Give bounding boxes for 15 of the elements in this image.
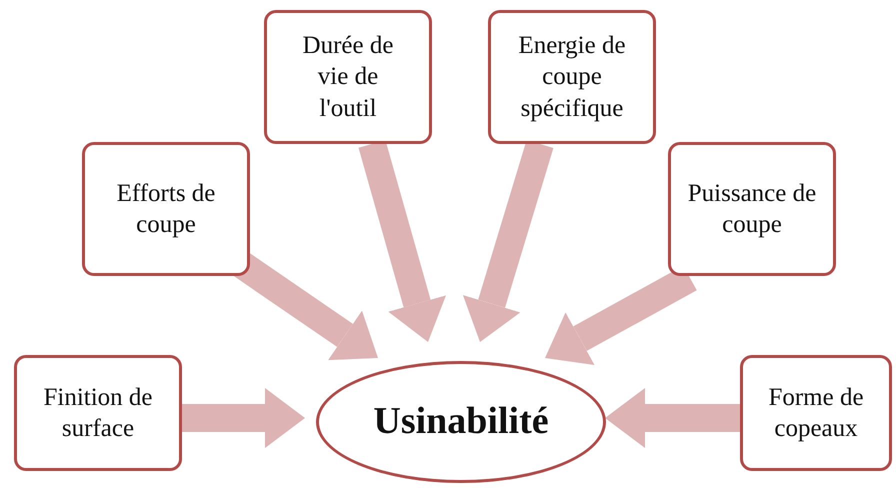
- factor-box: [14, 355, 182, 471]
- factor-label: Energie de coupe spécifique: [517, 31, 627, 124]
- factor-label: Forme de copeaux: [767, 382, 865, 444]
- factor-box: [740, 355, 892, 471]
- block-arrow: [605, 388, 740, 448]
- factor-box: [264, 10, 432, 144]
- central-label: Usinabilité: [373, 399, 549, 444]
- block-arrow: [182, 388, 305, 448]
- factor-box: [668, 142, 836, 276]
- factor-label: Finition de surface: [42, 382, 154, 444]
- factor-box: [82, 142, 250, 276]
- factor-label: Efforts de coupe: [116, 178, 216, 240]
- factor-box: [488, 10, 656, 144]
- factor-label: Durée de vie de l'outil: [302, 31, 394, 124]
- factor-label: Puissance de coupe: [686, 178, 818, 240]
